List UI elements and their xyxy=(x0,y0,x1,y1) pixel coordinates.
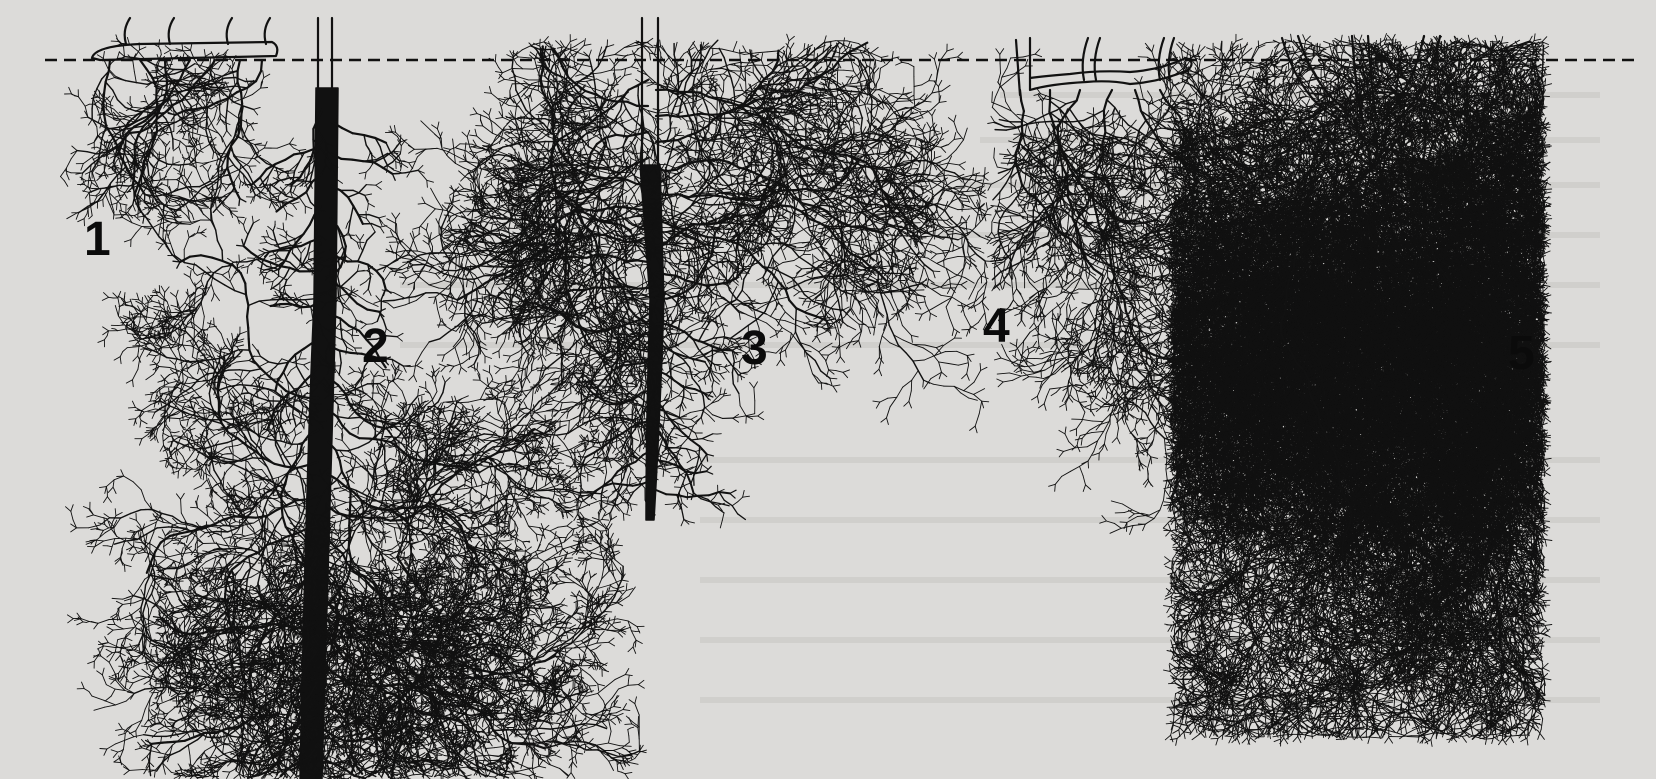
root-system-1 xyxy=(61,18,295,226)
figure-label-5: 5 xyxy=(1508,330,1535,378)
figure-label-4: 4 xyxy=(983,303,1010,351)
root-drawings xyxy=(61,18,1552,779)
figure-label-1: 1 xyxy=(84,216,111,264)
figure-label-2: 2 xyxy=(362,323,389,371)
figure-label-3: 3 xyxy=(741,325,768,373)
root-system-5 xyxy=(1163,34,1552,747)
